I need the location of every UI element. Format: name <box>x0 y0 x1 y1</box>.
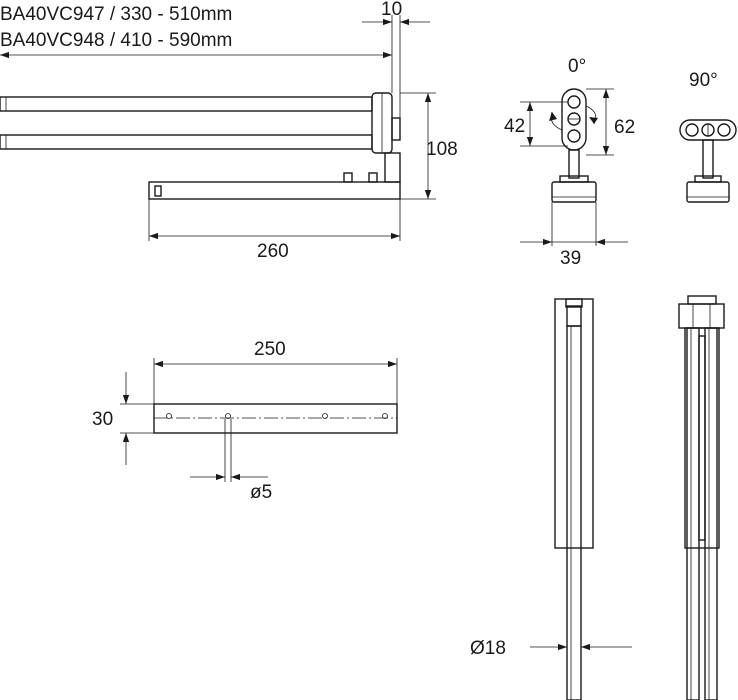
vertical-post <box>384 152 401 183</box>
bar-diameter-label: Ø18 <box>470 638 506 659</box>
offset-label: 10 <box>381 0 402 20</box>
arm-holder-vertical <box>561 88 587 151</box>
front-view-double <box>678 295 725 700</box>
bracket-42-label: 42 <box>504 116 525 137</box>
hole-diameter-label: ø5 <box>250 482 272 503</box>
height-label: 108 <box>426 139 458 160</box>
bracket-90deg-view: 90° <box>679 70 737 203</box>
bracket-foot-90 <box>686 181 730 203</box>
mounting-plate-view: 250 30 ø5 <box>92 339 398 503</box>
base-plate <box>148 181 401 200</box>
lower-arm <box>0 134 373 150</box>
bracket-39-label: 39 <box>560 248 581 269</box>
bracket-62-label: 62 <box>614 117 635 138</box>
bracket-foot <box>551 181 597 203</box>
rotation-0-label: 0° <box>568 56 586 77</box>
upper-arm <box>0 96 373 112</box>
plate-length-label: 250 <box>254 339 286 360</box>
hinge-knob <box>391 117 401 141</box>
plate-height-label: 30 <box>92 409 113 430</box>
model-label-2: BA40VC948 / 410 - 590mm <box>0 30 232 51</box>
hinge-block-front <box>678 303 725 329</box>
base-length-label: 260 <box>257 241 289 262</box>
bar-front-single <box>566 325 582 700</box>
wall-bracket-front-2 <box>684 327 720 549</box>
rotation-90-label: 90° <box>689 70 718 91</box>
side-view: BA40VC947 / 330 - 510mm BA40VC948 / 410 … <box>0 0 458 262</box>
screw-2 <box>368 172 378 183</box>
bracket-0deg-view: 0° 42 62 39 <box>504 56 635 269</box>
model-label-1: BA40VC947 / 330 - 510mm <box>0 4 232 25</box>
bar-front-left <box>686 327 700 700</box>
bar-front-right <box>704 327 718 700</box>
screw-1 <box>343 172 353 183</box>
mounting-plate <box>153 403 398 434</box>
front-view-single: Ø18 <box>470 298 632 700</box>
wall-bracket-front <box>554 298 594 549</box>
